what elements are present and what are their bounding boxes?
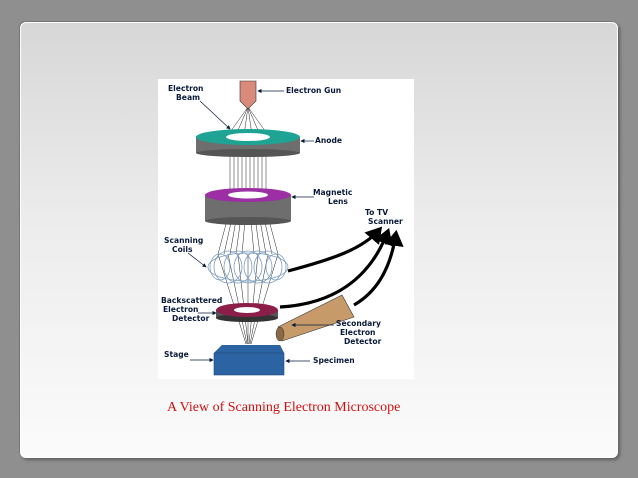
label-backscattered-2: Electron xyxy=(163,305,198,314)
label-electron-beam-1: Electron xyxy=(168,84,203,93)
label-secondary-2: Electron xyxy=(340,328,375,337)
specimen-stage-icon xyxy=(213,345,285,376)
anode-icon xyxy=(196,129,300,157)
label-scanning-coils-1: Scanning xyxy=(164,236,203,245)
label-specimen: Specimen xyxy=(313,356,355,365)
label-anode: Anode xyxy=(315,136,342,145)
scanning-coils-icon xyxy=(207,250,289,284)
label-backscattered-1: Backscattered xyxy=(161,296,222,305)
sem-diagram: Electron Beam Electron Gun Anode Magneti… xyxy=(158,79,414,379)
slide: Electron Beam Electron Gun Anode Magneti… xyxy=(20,22,618,458)
label-electron-beam-2: Beam xyxy=(176,93,200,102)
leader-arrows xyxy=(187,88,334,364)
electron-beam-lines xyxy=(217,106,279,345)
label-magnetic-lens-2: Lens xyxy=(328,197,348,206)
backscattered-detector-icon xyxy=(216,303,278,322)
label-stage: Stage xyxy=(164,350,189,359)
signal-arrows xyxy=(279,226,404,309)
caption: A View of Scanning Electron Microscope xyxy=(167,400,401,415)
label-backscattered-3: Detector xyxy=(172,314,210,323)
label-to-tv-scanner-2: Scanner xyxy=(368,217,403,226)
electron-gun-icon xyxy=(239,80,257,110)
label-magnetic-lens-1: Magnetic xyxy=(313,188,352,197)
label-scanning-coils-2: Coils xyxy=(172,245,193,254)
label-secondary-1: Secondary xyxy=(336,319,381,328)
label-secondary-3: Detector xyxy=(344,337,382,346)
sem-diagram-svg: Electron Beam Electron Gun Anode Magneti… xyxy=(161,80,404,376)
magnetic-lens-icon xyxy=(205,188,291,225)
secondary-detector-icon xyxy=(275,294,355,342)
label-electron-gun: Electron Gun xyxy=(286,86,341,95)
label-to-tv-scanner-1: To TV xyxy=(365,208,388,217)
